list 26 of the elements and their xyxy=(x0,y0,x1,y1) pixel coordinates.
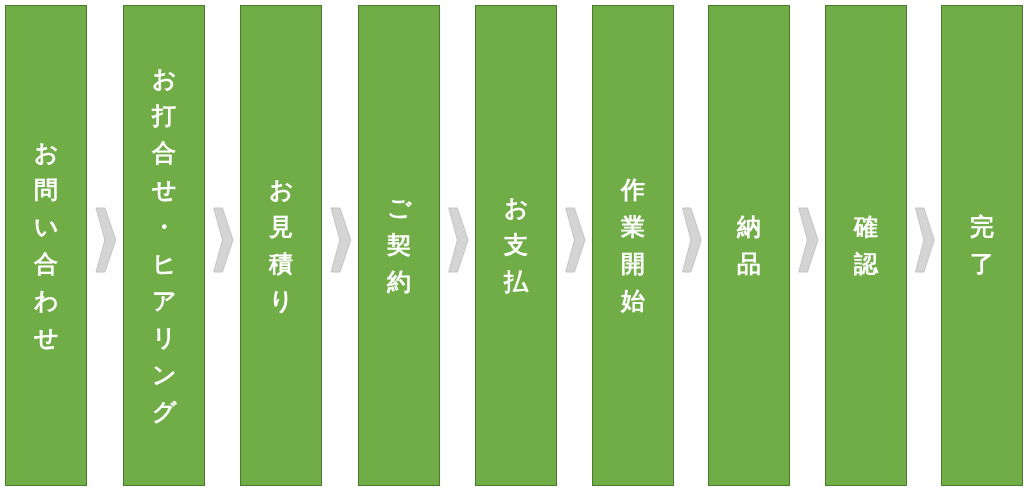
step-label: ご契約 xyxy=(386,193,412,298)
step-label: お支払 xyxy=(503,193,529,298)
chevron-arrow xyxy=(448,207,469,273)
step-label: 作業開始 xyxy=(620,174,646,317)
chevron-arrow xyxy=(565,207,586,273)
step-box xyxy=(475,5,557,486)
step-label: お問い合わせ xyxy=(33,137,59,354)
step-box xyxy=(358,5,440,486)
step-box xyxy=(5,5,87,486)
step-box xyxy=(941,5,1023,486)
chevron-arrow xyxy=(330,207,352,273)
step-label: お打合せ・ヒアリング xyxy=(151,63,177,428)
chevron-arrow xyxy=(95,207,117,273)
step-label: 完了 xyxy=(969,211,995,280)
step-label: 納品 xyxy=(736,211,762,280)
chevron-arrow xyxy=(213,207,234,273)
step-box xyxy=(825,5,907,486)
chevron-arrow xyxy=(682,207,702,273)
step-label: お見積り xyxy=(268,174,294,317)
chevron-arrow xyxy=(798,207,819,273)
chevron-arrow xyxy=(915,207,935,273)
step-box xyxy=(123,5,205,486)
step-box xyxy=(592,5,674,486)
step-label: 確認 xyxy=(853,211,879,280)
step-box xyxy=(240,5,322,486)
step-box xyxy=(708,5,790,486)
